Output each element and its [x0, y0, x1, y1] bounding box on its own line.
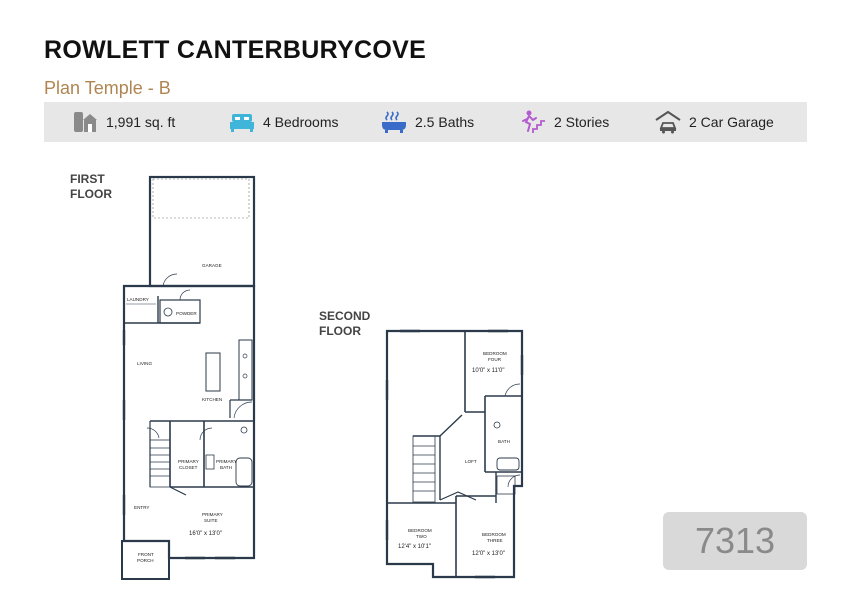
plan-number-badge: 7313	[663, 512, 807, 570]
spec-sqft-text: 1,991 sq. ft	[106, 114, 176, 130]
room-kitchen: KITCHEN	[202, 397, 222, 402]
room-primary-bath-2: BATH	[220, 465, 232, 470]
room-primary-suite-2: SUITE	[204, 518, 218, 523]
room-living: LIVING	[137, 361, 152, 366]
second-floor-plan	[385, 329, 524, 579]
first-floor-plan	[121, 175, 256, 580]
room-bath: BATH	[498, 439, 510, 444]
first-floor-room-labels: GARAGE LAUNDRY POWDER LIVING KITCHEN PRI…	[127, 263, 237, 563]
spec-bedrooms-text: 4 Bedrooms	[263, 114, 339, 130]
room-entry: ENTRY	[134, 505, 150, 510]
sqft-house-icon	[74, 112, 97, 132]
room-porch-2: PORCH	[137, 558, 154, 563]
room-powder: POWDER	[176, 311, 197, 316]
spec-stories: 2 Stories	[520, 102, 609, 142]
room-primary-closet-2: CLOSET	[179, 465, 198, 470]
bed-icon	[230, 114, 254, 132]
second-floor-room-labels: BEDROOM FOUR 10'0" x 11'0" BATH LOFT BED…	[398, 351, 510, 557]
room-primary-suite-dim: 16'0" x 13'0"	[189, 531, 222, 537]
spec-bedrooms: 4 Bedrooms	[229, 102, 338, 142]
community-title: ROWLETT CANTERBURYCOVE	[44, 36, 427, 64]
room-porch-1: FRONT	[138, 552, 154, 557]
room-bedroom-four-2: FOUR	[488, 357, 502, 362]
spec-baths-text: 2.5 Baths	[415, 114, 475, 130]
room-primary-closet-1: PRIMARY	[178, 459, 199, 464]
room-primary-suite-1: PRIMARY	[202, 512, 223, 517]
stairs-icon	[522, 110, 545, 133]
second-floor-label-line1: SECOND	[319, 309, 371, 323]
first-floor-label: FIRST FLOOR	[70, 172, 112, 202]
room-bedroom-four-1: BEDROOM	[483, 351, 507, 356]
spec-stories-text: 2 Stories	[554, 114, 610, 130]
spec-baths: 2.5 Baths	[381, 102, 474, 142]
second-floor-label: SECOND FLOOR	[319, 309, 370, 339]
room-bedroom-three-2: THREE	[487, 538, 503, 543]
room-bedroom-four-dim: 10'0" x 11'0"	[472, 368, 504, 374]
room-loft: LOFT	[465, 459, 477, 464]
spec-garage-text: 2 Car Garage	[689, 114, 774, 130]
specs-bar: 1,991 sq. ft 4 Bedrooms 2.5 Baths 2	[44, 102, 807, 142]
room-bedroom-two-1: BEDROOM	[408, 528, 432, 533]
plan-name: Plan Temple - B	[44, 78, 171, 98]
room-garage: GARAGE	[202, 263, 222, 268]
room-bedroom-two-2: TWO	[416, 534, 427, 539]
room-bedroom-three-dim: 12'0" x 13'0"	[472, 551, 505, 557]
room-laundry: LAUNDRY	[127, 297, 149, 302]
room-bedroom-two-dim: 12'4" x 10'1"	[398, 544, 431, 550]
spec-garage: 2 Car Garage	[655, 102, 774, 142]
room-bedroom-three-1: BEDROOM	[482, 532, 506, 537]
first-floor-label-line2: FLOOR	[70, 187, 112, 201]
first-floor-label-line1: FIRST	[70, 172, 105, 186]
spec-sqft: 1,991 sq. ft	[72, 102, 175, 142]
bathtub-icon	[382, 111, 406, 133]
garage-car-icon	[655, 110, 681, 134]
second-floor-label-line2: FLOOR	[319, 324, 361, 338]
room-primary-bath-1: PRIMARY	[216, 459, 237, 464]
